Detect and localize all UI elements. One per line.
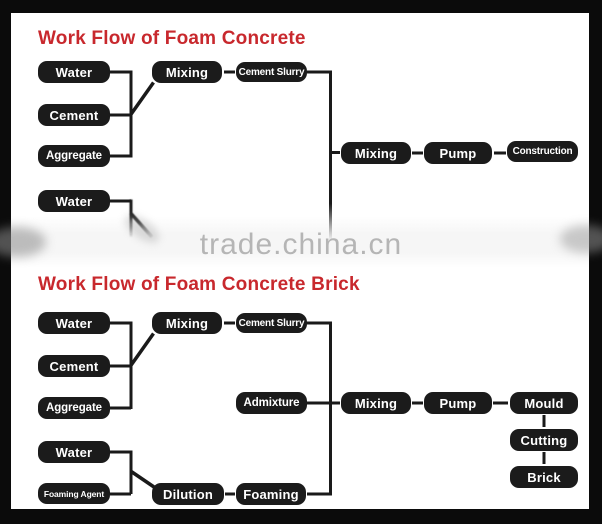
chart1-node-aggregate: Aggregate: [38, 145, 110, 167]
scan-shadow-left: [0, 227, 46, 257]
chart2-node-mixing-right: Mixing: [341, 392, 411, 414]
chart1-node-construction: Construction: [507, 141, 578, 162]
chart1-title: Work Flow of Foam Concrete: [38, 28, 306, 49]
chart2-node-foaming: Foaming: [236, 483, 306, 505]
chart2-node-cement-slurry: Cement Slurry: [236, 313, 307, 333]
chart2-node-mixing-left: Mixing: [152, 312, 222, 334]
chart2-node-mould: Mould: [510, 392, 578, 414]
chart2-node-foaming-agent: Foaming Agent: [38, 483, 110, 504]
scan-shadow-right: [560, 225, 602, 253]
chart2-node-aggregate: Aggregate: [38, 397, 110, 419]
chart2-node-water-bottom: Water: [38, 441, 110, 463]
chart2-node-cutting: Cutting: [510, 429, 578, 451]
watermark-text: trade.china.cn: [199, 228, 403, 261]
chart1-node-cement: Cement: [38, 104, 110, 126]
chart1-node-mixing-left: Mixing: [152, 61, 222, 83]
chart1-node-mixing-right: Mixing: [341, 142, 411, 164]
chart2-node-cement: Cement: [38, 355, 110, 377]
diagram-canvas: [11, 13, 589, 509]
chart1-node-water-bottom: Water: [38, 190, 110, 212]
chart2-node-pump: Pump: [424, 392, 492, 414]
chart2-node-water-top: Water: [38, 312, 110, 334]
chart1-node-cement-slurry: Cement Slurry: [236, 62, 307, 82]
chart2-title: Work Flow of Foam Concrete Brick: [38, 274, 360, 295]
chart2-node-dilution: Dilution: [152, 483, 224, 505]
chart1-node-pump: Pump: [424, 142, 492, 164]
watermark-band: [11, 216, 589, 268]
chart2-node-brick: Brick: [510, 466, 578, 488]
chart2-node-admixture: Admixture: [236, 392, 307, 414]
chart1-node-water-top: Water: [38, 61, 110, 83]
